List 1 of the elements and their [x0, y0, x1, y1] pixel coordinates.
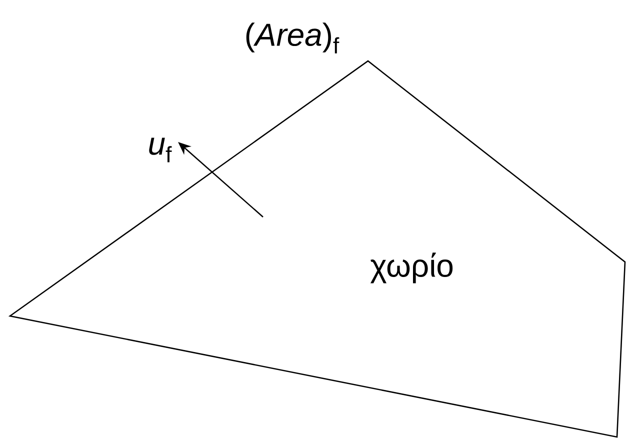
- vector-label: u$_{f}$: [149, 138, 172, 162]
